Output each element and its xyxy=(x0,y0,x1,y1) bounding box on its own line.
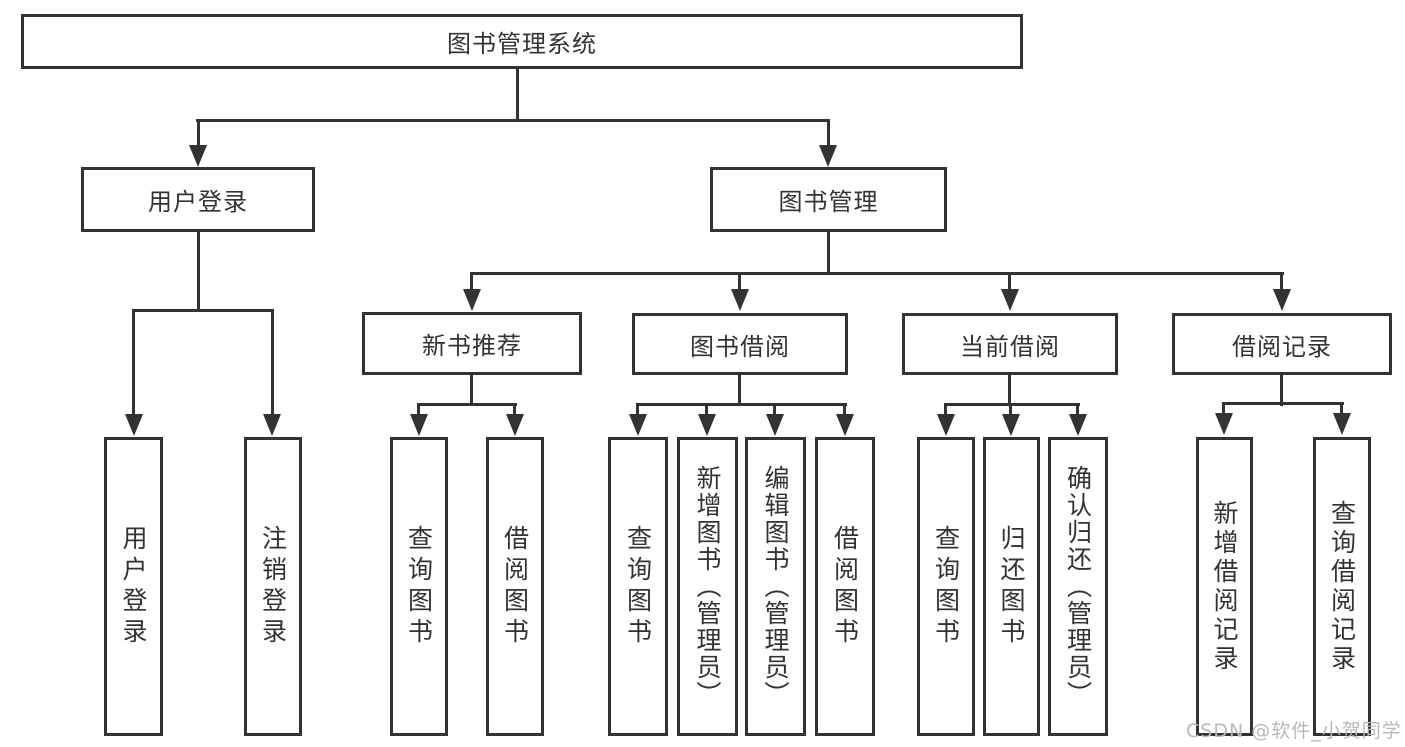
connector-bookmgmt-split xyxy=(470,272,1284,275)
connector-stem-leaf-user-login xyxy=(132,312,135,416)
node-leaf-add-books: 新增图书（管理员） xyxy=(677,437,738,736)
connector-stem-query2 xyxy=(636,406,639,416)
connector-stem-query-record xyxy=(1340,405,1343,415)
arrow-query2-icon xyxy=(629,414,647,436)
connector-stem-add-books xyxy=(705,406,708,416)
connector-stem-edit-books xyxy=(773,406,776,416)
arrow-add-record-icon xyxy=(1215,413,1233,435)
node-book-borrow: 图书借阅 xyxy=(632,313,848,375)
connector-newbookrec-split xyxy=(417,403,517,406)
arrow-add-books-icon xyxy=(698,414,716,436)
connector-stem-confirm-return xyxy=(1076,406,1079,416)
connector-stem-query1 xyxy=(417,406,420,416)
node-leaf-query-books-3: 查询图书 xyxy=(917,437,975,736)
node-new-book-rec: 新书推荐 xyxy=(362,312,582,375)
arrow-query1-icon xyxy=(410,414,428,436)
arrow-query3-icon xyxy=(937,414,955,436)
node-leaf-borrow-books-2: 借阅图书 xyxy=(815,437,875,736)
connector-currentborrow-split xyxy=(944,403,1080,406)
connector-stem-leaf-logout xyxy=(271,312,274,416)
node-current-borrow: 当前借阅 xyxy=(902,313,1118,375)
node-leaf-query-books-2: 查询图书 xyxy=(608,437,668,736)
connector-stem-book-borrow xyxy=(738,275,741,293)
arrow-edit-books-icon xyxy=(766,414,784,436)
connector-stem-current-borrow xyxy=(1008,275,1011,293)
connector-borrowrecords-split xyxy=(1222,402,1344,405)
node-leaf-logout: 注销登录 xyxy=(244,437,302,736)
node-leaf-edit-books: 编辑图书（管理员） xyxy=(745,437,806,736)
arrow-leaf-user-login-icon xyxy=(125,414,143,436)
arrow-borrow2-icon xyxy=(836,414,854,436)
node-leaf-return-books: 归还图书 xyxy=(983,437,1040,736)
connector-borrowrecords-drop xyxy=(1280,375,1283,406)
connector-userlogin-drop xyxy=(197,232,200,312)
node-borrow-records: 借阅记录 xyxy=(1172,313,1392,375)
node-leaf-borrow-books-1: 借阅图书 xyxy=(486,437,544,736)
arrow-new-book-rec-icon xyxy=(463,289,481,311)
arrow-borrow-records-icon xyxy=(1273,289,1291,311)
connector-stem-user-login xyxy=(197,122,200,148)
arrow-return-books-icon xyxy=(1002,414,1020,436)
arrow-query-record-icon xyxy=(1333,413,1351,435)
connector-stem-query3 xyxy=(944,406,947,416)
connector-stem-borrow1 xyxy=(513,406,516,416)
connector-currentborrow-drop xyxy=(1008,375,1011,406)
connector-bookmgmt-drop xyxy=(827,232,830,275)
node-leaf-confirm-return: 确认归还（管理员） xyxy=(1048,437,1108,736)
connector-stem-return-books xyxy=(1009,406,1012,416)
arrow-current-borrow-icon xyxy=(1001,289,1019,311)
arrow-user-login-icon xyxy=(189,145,207,167)
arrow-borrow1-icon xyxy=(506,414,524,436)
arrow-leaf-logout-icon xyxy=(263,414,281,436)
arrow-confirm-return-icon xyxy=(1069,414,1087,436)
node-leaf-user-login: 用户登录 xyxy=(104,437,163,736)
connector-stem-book-mgmt xyxy=(827,122,830,148)
connector-stem-borrow-records xyxy=(1280,275,1283,293)
node-book-mgmt: 图书管理 xyxy=(710,167,947,232)
csdn-watermark: CSDN @软件_小贺同学 xyxy=(1186,720,1402,742)
node-leaf-query-books-1: 查询图书 xyxy=(390,437,448,736)
node-root: 图书管理系统 xyxy=(21,14,1023,69)
connector-root-split xyxy=(196,119,830,122)
node-user-login: 用户登录 xyxy=(81,167,315,232)
connector-bookborrow-split xyxy=(636,403,847,406)
connector-bookborrow-drop xyxy=(738,375,741,406)
connector-stem-new-book-rec xyxy=(470,275,473,293)
arrow-book-borrow-icon xyxy=(731,289,749,311)
connector-root-drop xyxy=(516,69,519,122)
node-leaf-add-borrow-record: 新增借阅记录 xyxy=(1196,437,1253,736)
node-leaf-query-borrow-record: 查询借阅记录 xyxy=(1313,437,1371,736)
connector-userlogin-split xyxy=(132,309,274,312)
connector-stem-borrow2 xyxy=(843,406,846,416)
connector-newbookrec-drop xyxy=(470,375,473,406)
connector-stem-add-record xyxy=(1222,405,1225,415)
arrow-book-mgmt-icon xyxy=(819,145,837,167)
